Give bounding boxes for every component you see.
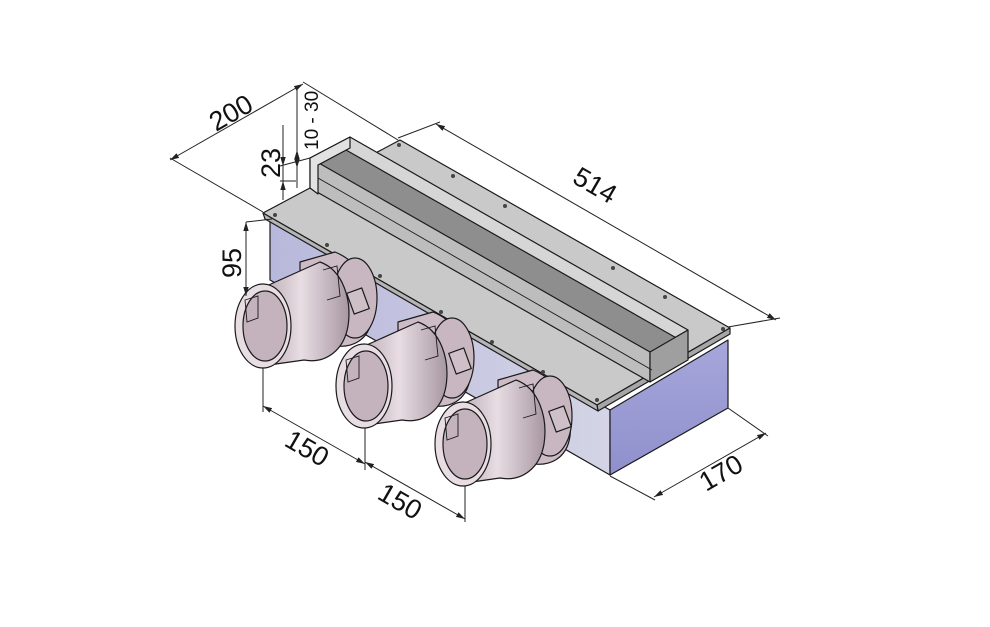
dim-height-label: 170 (694, 449, 748, 498)
dim-adjust-range-label: 10 - 30 (302, 91, 323, 150)
dim-spigot-pitch-1-label: 150 (280, 424, 334, 473)
spigots (234, 251, 573, 487)
spigot-1 (234, 251, 378, 369)
dim-length-label: 514 (568, 161, 622, 210)
spigot-2 (335, 311, 475, 429)
dim-collar-height-label: 95 (217, 248, 247, 278)
dim-flange-label: 23 (256, 148, 286, 178)
dimension-lines (169, 81, 781, 522)
dim-depth-label: 200 (204, 89, 258, 138)
spigot-3 (434, 369, 573, 487)
dim-spigot-pitch-2-label: 150 (373, 477, 427, 526)
